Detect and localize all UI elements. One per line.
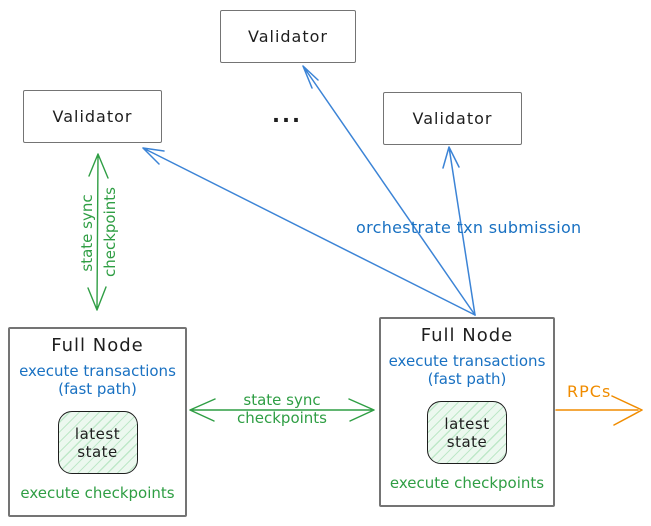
full-node-left-title: Full Node <box>51 335 144 356</box>
state-sync-vertical-label-line1: state sync <box>78 194 96 272</box>
full-node-left-footer: execute checkpoints <box>20 484 175 502</box>
latest-state-line1: latest <box>74 424 121 443</box>
validator-top-label: Validator <box>248 27 328 46</box>
state-sync-horizontal-label: state sync checkpoints <box>224 391 340 427</box>
fast-path-line1: execute transactions <box>19 362 176 380</box>
full-node-right-title: Full Node <box>420 325 514 346</box>
state-sync-horizontal-line1: state sync <box>243 391 321 409</box>
validator-right-label: Validator <box>412 109 493 128</box>
full-node-right-footer: execute checkpoints <box>389 474 545 492</box>
full-node-right-box: Full Node execute transactions (fast pat… <box>379 317 555 507</box>
full-node-right-fast-path: execute transactions (fast path) <box>381 352 553 388</box>
latest-state-box-left: latest state <box>57 411 138 474</box>
latest-state-box-right: latest state <box>427 401 507 464</box>
arrow-state-sync-vertical <box>87 153 109 311</box>
fast-path-line2: (fast path) <box>427 370 507 388</box>
validator-top-box: Validator <box>220 10 356 63</box>
full-node-left-fast-path: execute transactions (fast path) <box>10 362 185 398</box>
validator-right-box: Validator <box>383 92 522 145</box>
fast-path-line1: execute transactions <box>388 352 546 370</box>
latest-state-line1: latest <box>444 414 490 433</box>
rpcs-label: RPCs <box>567 382 612 401</box>
full-node-left-box: Full Node execute transactions (fast pat… <box>8 327 187 517</box>
latest-state-line2: state <box>446 432 488 451</box>
orchestrate-txn-label: orchestrate txn submission <box>356 218 582 237</box>
state-sync-horizontal-line2: checkpoints <box>237 409 327 427</box>
state-sync-vertical-label-line2: checkpoints <box>101 187 119 277</box>
validator-left-box: Validator <box>23 90 162 143</box>
arrow-orchestrate-to-top-validator <box>302 65 476 316</box>
fast-path-line2: (fast path) <box>58 380 137 398</box>
validator-left-label: Validator <box>52 107 133 126</box>
latest-state-line2: state <box>77 442 118 461</box>
more-validators-ellipsis: ... <box>272 103 302 127</box>
arrow-orchestrate-to-left-validator <box>142 147 476 316</box>
arrow-orchestrate-to-right-validator <box>442 146 476 316</box>
arrow-rpcs <box>555 395 643 426</box>
arrow-state-sync-horizontal <box>189 398 375 422</box>
